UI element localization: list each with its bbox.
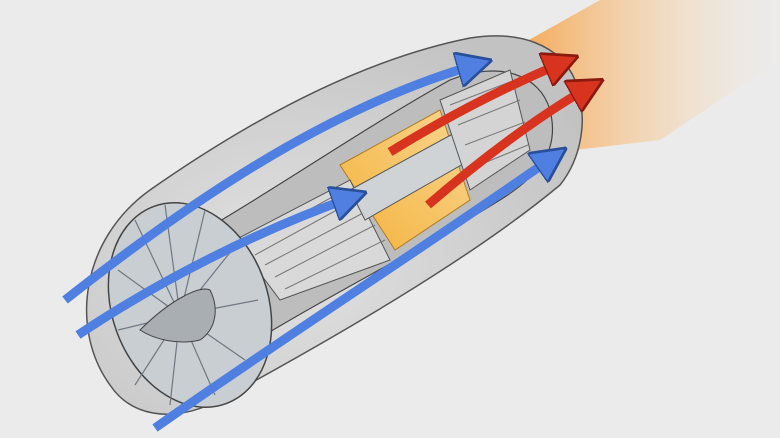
hot-gas-arrow-1 — [387, 63, 562, 156]
nose-cone — [139, 288, 216, 343]
hot-gas-arrow-2 — [425, 88, 588, 209]
cold-air-arrow-2 — [75, 198, 350, 339]
cold-air-arrow-3 — [152, 158, 552, 432]
cold-air-arrow-1 — [62, 65, 475, 304]
